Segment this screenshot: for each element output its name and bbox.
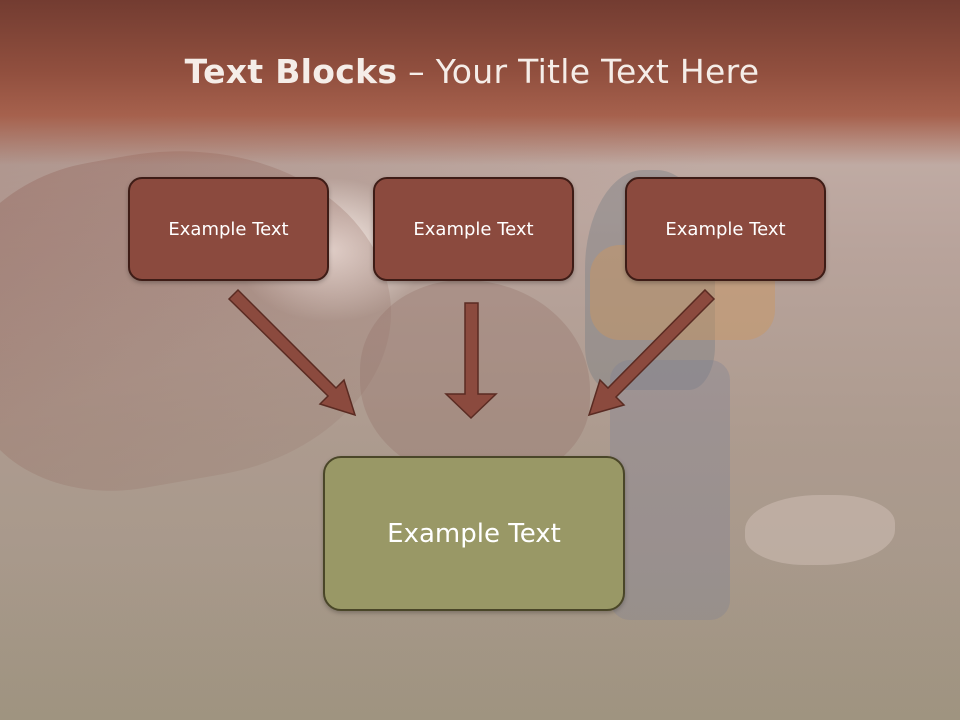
- slide-title-bold: Text Blocks: [184, 52, 398, 91]
- text-block-left[interactable]: Example Text: [128, 177, 329, 281]
- title-band: [0, 0, 960, 165]
- text-block-center-label: Example Text: [413, 218, 534, 240]
- slide-title-rest: – Your Title Text Here: [397, 52, 760, 91]
- arrow-down-left-icon[interactable]: [587, 288, 716, 417]
- slide-title[interactable]: Text Blocks – Your Title Text Here: [0, 52, 944, 91]
- result-block[interactable]: Example Text: [323, 456, 625, 611]
- arrow-down-right-icon[interactable]: [227, 288, 357, 417]
- text-block-left-label: Example Text: [168, 218, 289, 240]
- text-block-center[interactable]: Example Text: [373, 177, 574, 281]
- background-rock-right: [745, 495, 895, 565]
- text-block-right-label: Example Text: [665, 218, 786, 240]
- background-hiker-legs: [610, 360, 730, 620]
- text-block-right[interactable]: Example Text: [625, 177, 826, 281]
- arrow-down-icon[interactable]: [444, 302, 498, 420]
- result-block-label: Example Text: [387, 518, 561, 549]
